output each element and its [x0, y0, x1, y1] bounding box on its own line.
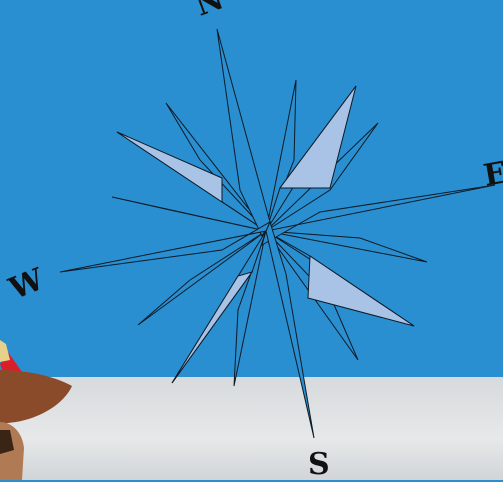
compass-spike — [234, 231, 266, 386]
compass-label-south: S — [308, 450, 330, 480]
compass-spike-west — [60, 222, 270, 272]
compass-spike-se-highlight — [308, 256, 414, 326]
